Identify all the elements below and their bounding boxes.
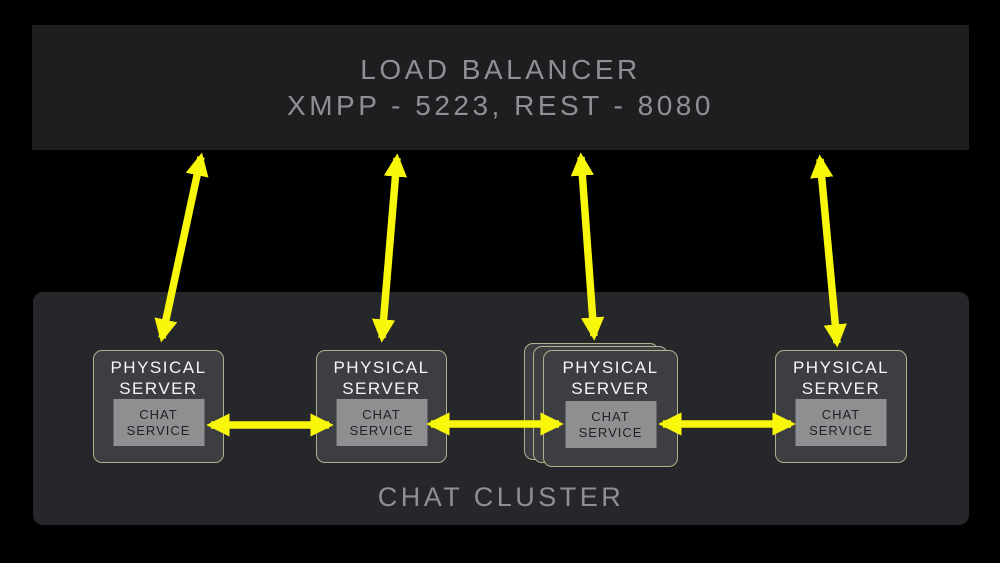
physical-server-3-label: PHYSICAL SERVER (562, 358, 659, 398)
physical-server-3: PHYSICAL SERVER CHAT SERVICE (543, 350, 678, 467)
physical-server-2-label: PHYSICAL SERVER (333, 358, 430, 398)
chat-service-1-label: CHAT SERVICE (126, 406, 191, 438)
load-balancer-title: LOAD BALANCER (360, 53, 641, 85)
physical-server-1: PHYSICAL SERVER CHAT SERVICE (93, 350, 224, 463)
physical-server-4-label: PHYSICAL SERVER (792, 358, 890, 398)
chat-service-4: CHAT SERVICE (795, 399, 887, 446)
chat-cluster-label: CHAT CLUSTER (377, 482, 625, 512)
chat-service-3: CHAT SERVICE (565, 401, 656, 448)
chat-service-4-label: CHAT SERVICE (809, 406, 873, 438)
physical-server-4: PHYSICAL SERVER CHAT SERVICE (775, 350, 907, 463)
chat-service-1: CHAT SERVICE (113, 399, 204, 446)
load-balancer-ports-label: XMPP - 5223, REST - 8080 (287, 89, 714, 121)
chat-service-2: CHAT SERVICE (336, 399, 427, 446)
physical-server-2: PHYSICAL SERVER CHAT SERVICE (316, 350, 447, 463)
load-balancer-node: LOAD BALANCER XMPP - 5223, REST - 8080 (32, 25, 969, 150)
chat-service-2-label: CHAT SERVICE (349, 406, 414, 438)
chat-service-3-label: CHAT SERVICE (578, 408, 643, 440)
physical-server-1-label: PHYSICAL SERVER (110, 358, 207, 398)
